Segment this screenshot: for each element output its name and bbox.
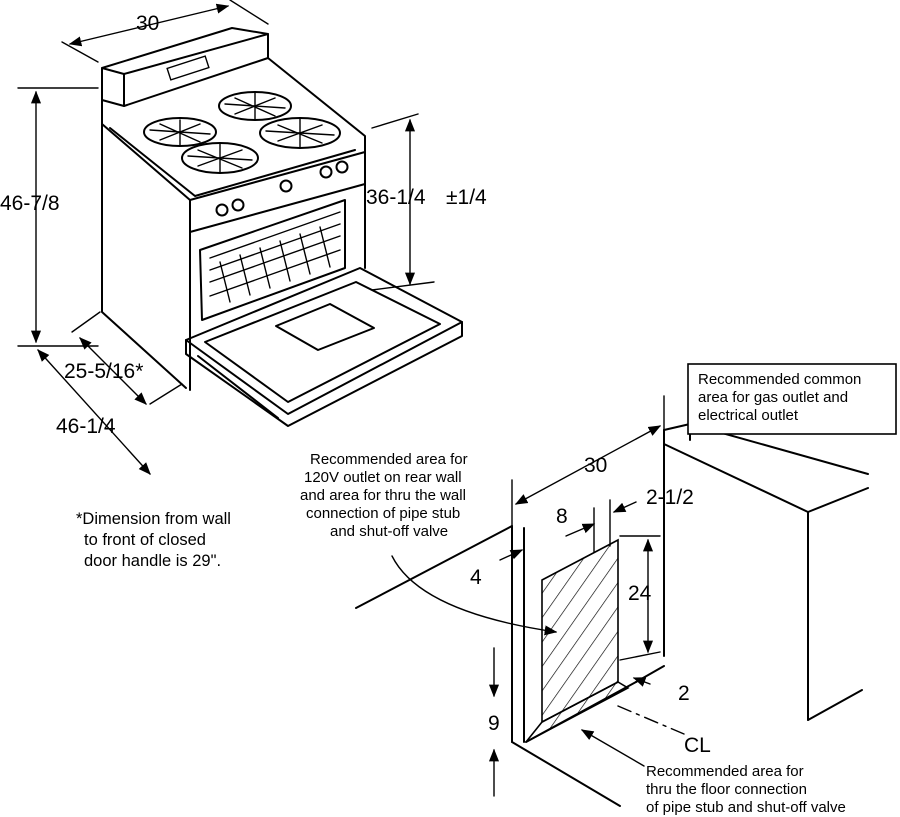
common-area-line-3: electrical outlet — [698, 407, 799, 424]
footnote-line-2: to front of closed — [84, 531, 206, 549]
wall-area-line-2: 120V outlet on rear wall — [304, 469, 462, 486]
range-dimensions — [17, 0, 435, 475]
control-knobs — [215, 160, 349, 217]
oven-racks — [209, 211, 341, 303]
footnote-line-1: *Dimension from wall — [76, 510, 231, 528]
area-height-label: 24 — [628, 582, 652, 605]
range-drawing — [101, 27, 463, 427]
centerline-symbol: CL — [684, 734, 711, 757]
cooktop-height-label: 36-1/4 — [366, 186, 426, 209]
installation-drawing — [355, 395, 869, 807]
depth-to-door-label: 25-5/16* — [64, 360, 143, 383]
floor-area-line-2: thru the floor connection — [646, 781, 807, 798]
common-area-line-2: area for gas outlet and — [698, 389, 848, 406]
common-area-callout-box — [687, 363, 897, 435]
cooktop-tolerance-label: ±1/4 — [446, 186, 487, 209]
burner-grates — [143, 91, 341, 174]
opening-width-label: 30 — [584, 454, 607, 477]
wall-area-line-3: and area for thru the wall — [300, 487, 466, 504]
floor-area-line-3: of pipe stub and shut-off valve — [646, 799, 846, 816]
wall-area-line-4: connection of pipe stub — [306, 505, 460, 522]
wall-offset-label: 9 — [488, 712, 500, 735]
floor-connection-area — [525, 681, 630, 743]
overall-depth-label: 46-1/4 — [56, 415, 116, 438]
common-area-line-1: Recommended common — [698, 371, 861, 388]
area-width-label: 8 — [556, 505, 568, 528]
floor-area-line-1: Recommended area for — [646, 763, 804, 780]
offset-right-label: 2-1/2 — [646, 486, 694, 509]
wall-area-line-1: Recommended area for — [310, 451, 468, 468]
offset-left-label: 4 — [470, 566, 482, 589]
range-width-label: 30 — [136, 12, 159, 35]
floor-offset-label: 2 — [678, 682, 690, 705]
wall-area-line-5: and shut-off valve — [330, 523, 448, 540]
footnote-line-3: door handle is 29". — [84, 552, 221, 570]
range-height-label: 46-7/8 — [0, 192, 60, 215]
